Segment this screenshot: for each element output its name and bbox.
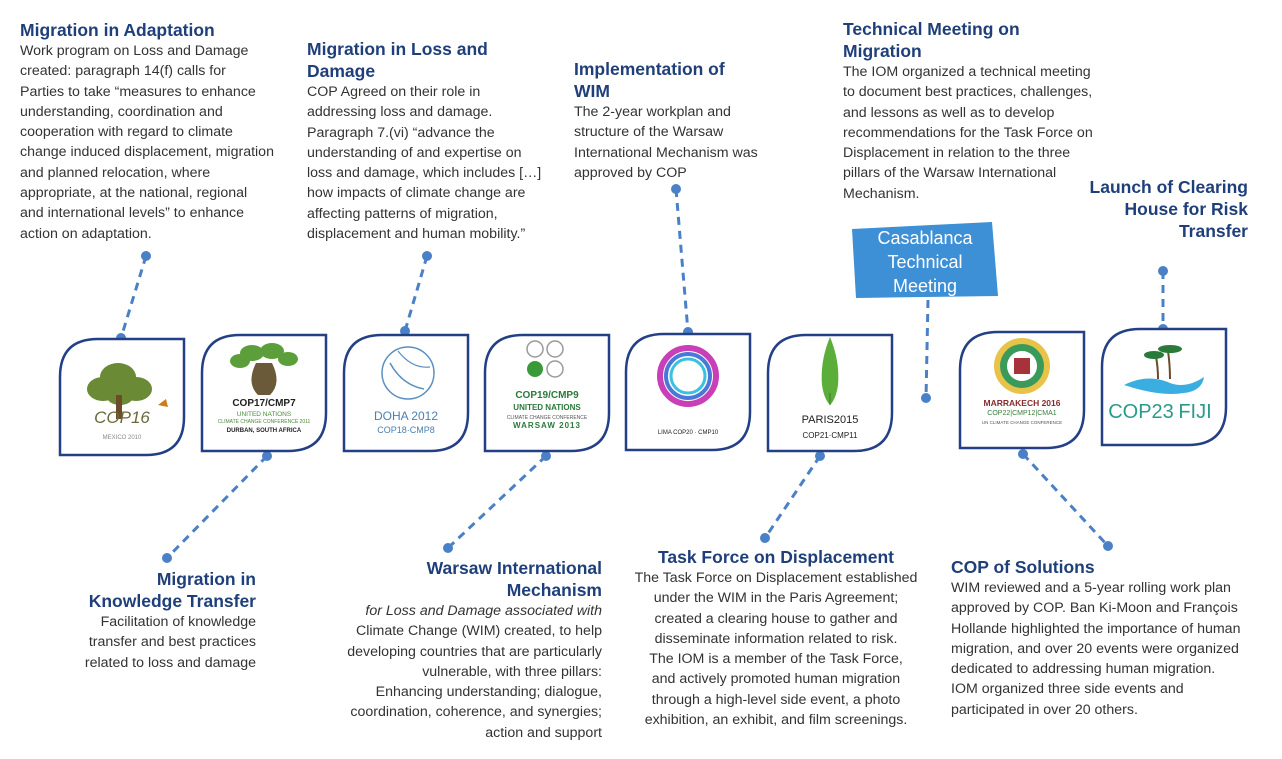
loss-damage-title: Migration in Loss and Damage — [307, 39, 488, 81]
connector-dot — [1158, 266, 1168, 276]
adaptation-block: Migration in Adaptation Work program on … — [20, 19, 280, 244]
connector-task-force — [763, 455, 822, 539]
connector-dot — [422, 251, 432, 261]
cop23-name2: FIJI — [1178, 401, 1212, 423]
cop17-sub2: CLIMATE CHANGE CONFERENCE 2011 — [217, 419, 311, 425]
cop17-sub1: UNITED NATIONS — [236, 411, 292, 418]
adaptation-text: Work program on Loss and Damage created:… — [20, 43, 274, 242]
connector-casablanca — [924, 299, 930, 399]
solutions-block: COP of Solutions WIM reviewed and a 5-ye… — [951, 556, 1261, 720]
connector-dot — [815, 451, 825, 461]
cop21-logo: PARIS2015 COP21·CMP11 — [766, 333, 894, 453]
warsaw-block: Warsaw International Mechanism for Loss … — [330, 557, 602, 743]
cop19-name: COP19/CMP9 — [515, 390, 579, 401]
connector-loss-damage — [403, 255, 429, 332]
cop16-sub: MEXICO 2010 — [102, 435, 142, 441]
cop21-name: PARIS2015 — [801, 414, 859, 426]
casablanca-label: Casablanca Technical Meeting — [877, 228, 973, 296]
solutions-title: COP of Solutions — [951, 557, 1095, 577]
cop19-sub3: WARSAW 2013 — [513, 421, 581, 430]
connector-dot — [760, 533, 770, 543]
cop22-logo: MARRAKECH 2016 COP22|CMP12|CMA1 UN CLIMA… — [958, 330, 1086, 450]
cop16-logo: COP16 MEXICO 2010 — [58, 337, 186, 457]
connector-dot — [262, 451, 272, 461]
connector-dot — [1018, 449, 1028, 459]
cop16-name: COP16 — [94, 408, 150, 427]
connector-dot — [400, 326, 410, 336]
cop22-sub1: COP22|CMP12|CMA1 — [987, 410, 1057, 417]
connector-dot — [443, 543, 453, 553]
cop20-logo: LIMA COP20 · CMP10 — [624, 332, 752, 452]
connector-dot — [671, 184, 681, 194]
cop23-name: COP23 — [1108, 401, 1174, 423]
cop22-name: MARRAKECH 2016 — [983, 398, 1061, 408]
cop19-sub2: CLIMATE CHANGE CONFERENCE — [506, 415, 588, 421]
connector-adaptation — [119, 255, 148, 339]
wim-impl-text: The 2-year workplan and structure of the… — [574, 104, 758, 181]
wim-impl-title: Implementation of WIM — [574, 59, 725, 101]
cop23-logo: COP23 FIJI — [1100, 327, 1228, 447]
connector-warsaw — [446, 454, 548, 550]
knowledge-block: Migration in Knowledge Transfer Facilita… — [60, 568, 256, 673]
tech-meeting-title: Technical Meeting on Migration — [843, 19, 1020, 61]
cop17-sub3: DURBAN, SOUTH AFRICA — [226, 428, 302, 434]
cop17-logo: COP17/CMP7 UNITED NATIONS CLIMATE CHANGE… — [200, 333, 328, 453]
connector-solutions — [1021, 452, 1110, 548]
knowledge-title: Migration in Knowledge Transfer — [88, 569, 256, 611]
cop19-logo: COP19/CMP9 UNITED NATIONS CLIMATE CHANGE… — [483, 333, 611, 453]
task-force-title: Task Force on Displacement — [657, 547, 894, 567]
loss-damage-block: Migration in Loss and Damage COP Agreed … — [307, 38, 547, 244]
clearing-house-block: Launch of Clearing House for Risk Transf… — [1062, 176, 1248, 242]
connector-dot — [1103, 541, 1113, 551]
cop18-sub: COP18·CMP8 — [377, 425, 435, 435]
cop18-name: DOHA 2012 — [373, 409, 439, 423]
knowledge-text: Facilitation of knowledge transfer and b… — [84, 614, 256, 671]
cop17-name: COP17/CMP7 — [232, 398, 296, 409]
cop22-sub2: UN CLIMATE CHANGE CONFERENCE — [981, 420, 1063, 425]
casablanca-badge: Casablanca Technical Meeting — [852, 222, 998, 298]
connector-dot — [162, 553, 172, 563]
adaptation-title: Migration in Adaptation — [20, 20, 215, 40]
tech-meeting-text: The IOM organized a technical meeting to… — [843, 64, 1093, 202]
connector-wim-impl — [674, 188, 690, 333]
clearing-house-title: Launch of Clearing House for Risk Transf… — [1089, 177, 1248, 241]
task-force-text: The Task Force on Displacement establish… — [634, 570, 918, 729]
cop19-sub1: UNITED NATIONS — [513, 403, 581, 412]
connector-dot — [921, 393, 931, 403]
loss-damage-text: COP Agreed on their role in addressing l… — [307, 84, 542, 243]
connector-dot — [541, 451, 551, 461]
cop18-logo: DOHA 2012 COP18·CMP8 — [342, 333, 470, 453]
warsaw-text: for Loss and Damage associated with Clim… — [347, 603, 602, 741]
connector-dot — [141, 251, 151, 261]
cop21-sub: COP21·CMP11 — [802, 431, 858, 440]
tech-meeting-block: Technical Meeting on Migration The IOM o… — [843, 18, 1113, 204]
cop20-name: LIMA COP20 · CMP10 — [657, 430, 719, 436]
task-force-block: Task Force on Displacement The Task Forc… — [628, 546, 924, 730]
warsaw-title: Warsaw International Mechanism — [426, 558, 602, 600]
wim-impl-block: Implementation of WIM The 2-year workpla… — [574, 58, 784, 183]
solutions-text: WIM reviewed and a 5-year rolling work p… — [951, 580, 1241, 718]
connector-knowledge — [165, 454, 269, 560]
